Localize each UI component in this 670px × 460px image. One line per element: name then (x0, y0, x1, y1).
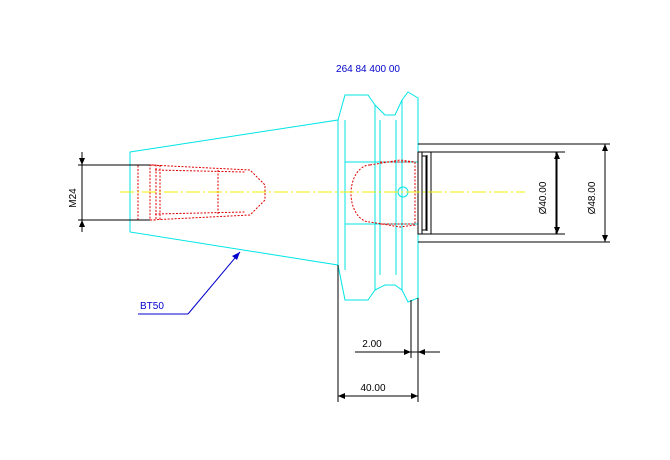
m24-arrow-bottom (79, 220, 85, 227)
thread-line-1 (154, 169, 246, 173)
flange-gap-label: 2.00 (362, 339, 382, 350)
arrowheads (79, 144, 608, 399)
d48-arrow-top (602, 144, 608, 151)
shank-inner-edge (421, 155, 427, 231)
m24-arrow-top (79, 158, 85, 165)
length-arrow-right (411, 393, 418, 399)
gap-arrow-left (404, 349, 411, 355)
diameter-small-label: Ø40.00 (538, 181, 549, 214)
taper-label: BT50 (140, 301, 164, 312)
length-arrow-left (338, 393, 345, 399)
bt50-leader-line (187, 251, 241, 315)
thread-line-2 (154, 211, 246, 215)
shank-outer (417, 151, 557, 235)
d48-arrow-bottom (602, 235, 608, 242)
d40-arrow-top (554, 152, 560, 159)
part-number-label: 264 84 400 00 (336, 64, 400, 75)
coolant-arc (350, 164, 371, 223)
bt50-leader (138, 251, 241, 315)
diameter-large-label: Ø48.00 (587, 181, 598, 214)
flange-left (337, 94, 376, 301)
hidden-lines (137, 159, 416, 228)
gap-arrow-right (418, 349, 425, 355)
bt50-leader-arrow (232, 252, 240, 260)
shank (417, 151, 557, 235)
dimension-lines (78, 143, 610, 402)
tool-body (129, 91, 419, 303)
coolant-bore (369, 159, 416, 228)
thread-label: M24 (68, 188, 79, 208)
d40-arrow-bottom (554, 227, 560, 234)
flange-groove (374, 99, 403, 291)
overall-length-label: 40.00 (360, 383, 385, 394)
